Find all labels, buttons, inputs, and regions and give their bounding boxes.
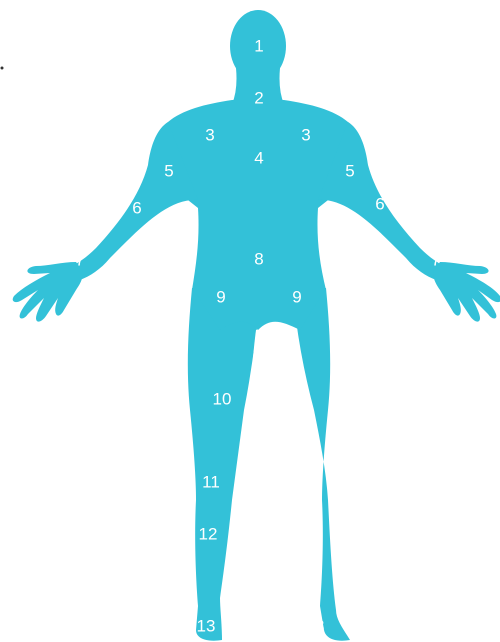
label-right-knee: 11 [297, 472, 315, 491]
right-leg-shape [258, 288, 350, 641]
label-left-shin: 12 [199, 524, 218, 543]
left-hand-shape [13, 262, 83, 322]
label-right-thigh: 10 [288, 387, 307, 406]
label-head: 1 [254, 36, 263, 55]
label-abdomen: 8 [254, 249, 263, 268]
label-right-hip: 9 [292, 287, 301, 306]
label-right-forearm: 6 [375, 194, 384, 213]
label-right-foot: 13 [306, 616, 325, 635]
label-left-hip: 9 [216, 287, 225, 306]
left-leg-shape [188, 288, 262, 641]
right-hand-shape [433, 262, 500, 322]
stray-mark [1, 67, 4, 70]
label-left-upper-arm: 5 [164, 161, 173, 180]
label-chest: 4 [254, 148, 263, 167]
label-left-shoulder: 3 [205, 125, 214, 144]
label-left-knee: 11 [202, 472, 220, 491]
label-left-forearm: 6 [132, 198, 141, 217]
label-neck: 2 [254, 88, 263, 107]
label-right-upper-arm: 5 [345, 161, 354, 180]
label-left-thigh: 10 [213, 389, 232, 408]
label-right-hand: 7 [431, 250, 440, 269]
label-left-hand: 7 [75, 250, 84, 269]
label-left-foot: 13 [197, 616, 216, 635]
label-right-shoulder: 3 [301, 125, 310, 144]
label-right-shin: 12 [302, 524, 321, 543]
